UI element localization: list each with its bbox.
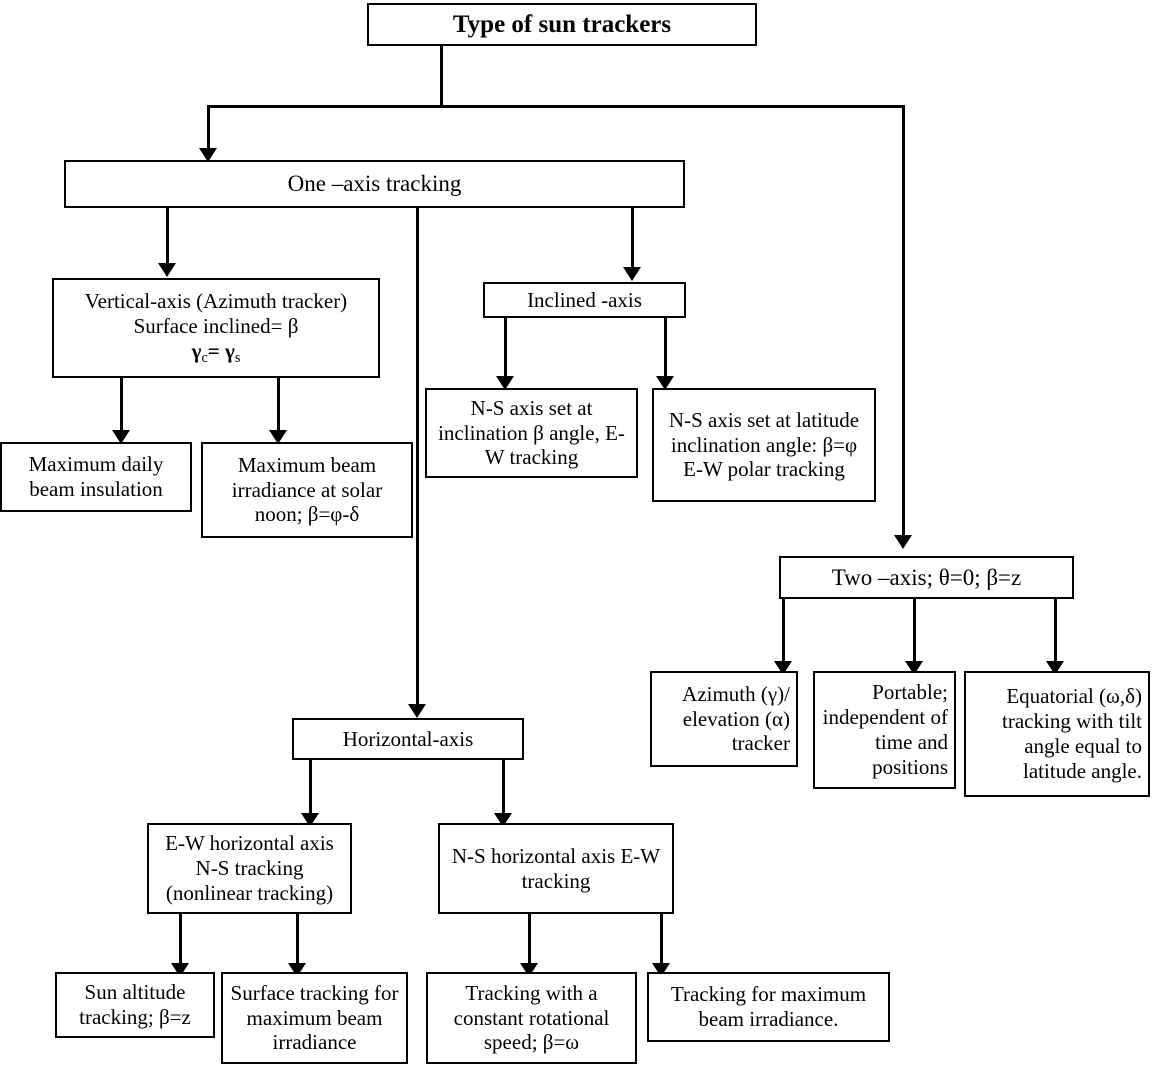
node-label: Azimuth (γ)/ elevation (α) tracker (682, 681, 790, 756)
arrow-to-ns-latitude (656, 376, 674, 390)
node-label: Two –axis; θ=0; β=z (831, 564, 1022, 590)
node-portable-independent[interactable]: Portable; independent of time and positi… (813, 671, 956, 789)
connector-root-to-two-axis (902, 105, 905, 542)
node-label: Equatorial (ω,δ) tracking with tilt angl… (1002, 684, 1142, 783)
node-max-daily-beam-insulation[interactable]: Maximum daily beam insulation (0, 442, 192, 512)
node-label: Surface tracking for maximum beam irradi… (230, 980, 399, 1055)
node-ns-axis-inclination-beta[interactable]: N-S axis set at inclination β angle, E-W… (425, 388, 638, 478)
node-max-beam-irradiance-solar-noon[interactable]: Maximum beam irradiance at solar noon; β… (201, 442, 413, 538)
node-one-axis-tracking[interactable]: One –axis tracking (64, 160, 685, 208)
connector-ns-to-constant-rotational (528, 913, 531, 971)
node-label: Tracking for maximum beam irradiance. (670, 982, 867, 1031)
node-ns-axis-latitude-inclination[interactable]: N-S axis set at latitude inclination ang… (652, 388, 876, 502)
node-inclined-axis[interactable]: Inclined -axis (483, 282, 686, 318)
node-label: N-S axis set at inclination β angle, E-W… (438, 395, 625, 470)
arrow-to-horizontal-axis (408, 704, 426, 718)
arrow-to-one-axis (199, 148, 217, 162)
connector-horizontal-to-ew (309, 759, 312, 821)
vertical-axis-line3: γc= γs (191, 338, 241, 366)
arrow-to-inclined-axis (623, 267, 641, 281)
node-label: E-W horizontal axis N-S tracking (nonlin… (165, 831, 334, 905)
node-ns-horizontal-axis[interactable]: N-S horizontal axis E-W tracking (438, 823, 674, 914)
node-azimuth-elevation-tracker[interactable]: Azimuth (γ)/ elevation (α) tracker (650, 671, 798, 767)
connector-two-axis-to-azimuth (782, 598, 785, 668)
node-two-axis[interactable]: Two –axis; θ=0; β=z (779, 556, 1074, 599)
connector-one-axis-to-vertical (166, 207, 169, 269)
connector-one-axis-to-inclined (631, 207, 634, 273)
node-vertical-axis-azimuth-tracker[interactable]: Vertical-axis (Azimuth tracker) Surface … (52, 278, 380, 378)
node-label: N-S horizontal axis E-W tracking (451, 843, 661, 893)
node-ew-horizontal-axis[interactable]: E-W horizontal axis N-S tracking (nonlin… (147, 823, 352, 914)
node-label: One –axis tracking (287, 171, 462, 197)
node-label: Tracking with a constant rotational spee… (453, 980, 610, 1055)
node-label: Sun altitude tracking; β=z (79, 980, 191, 1029)
connector-root-to-one-axis (207, 105, 210, 157)
node-label: Type of sun trackers (452, 10, 672, 38)
node-label: Maximum daily beam insulation (28, 452, 164, 501)
connector-two-axis-to-portable (913, 598, 916, 668)
connector-vertical-to-maxdaily (120, 377, 123, 437)
connector-inclined-to-ns-beta (504, 318, 507, 383)
node-sun-altitude-tracking[interactable]: Sun altitude tracking; β=z (55, 972, 215, 1038)
connector-inclined-to-ns-latitude (664, 318, 667, 383)
arrow-to-vertical-axis (158, 263, 176, 277)
connector-two-axis-to-equatorial (1054, 598, 1057, 668)
connector-one-axis-to-horizontal (416, 207, 419, 712)
node-root-type-of-sun-trackers[interactable]: Type of sun trackers (367, 3, 757, 46)
node-label: Portable; independent of time and positi… (822, 680, 948, 779)
connector-root-trunk (440, 44, 443, 107)
vertical-axis-line1: Vertical-axis (Azimuth tracker) (84, 289, 348, 314)
vertical-axis-line2: Surface inclined= β (133, 314, 299, 339)
arrow-to-max-daily-beam (112, 430, 130, 444)
connector-root-bar (207, 105, 905, 108)
node-surface-tracking-max-beam[interactable]: Surface tracking for maximum beam irradi… (221, 972, 408, 1064)
node-label: Maximum beam irradiance at solar noon; β… (231, 452, 383, 527)
arrow-to-two-axis (894, 535, 912, 549)
connector-ns-to-max-beam (660, 913, 663, 971)
node-constant-rotational-speed[interactable]: Tracking with a constant rotational spee… (426, 972, 637, 1064)
node-horizontal-axis[interactable]: Horizontal-axis (292, 718, 524, 760)
arrow-to-max-beam-solar-noon (269, 430, 287, 444)
connector-ew-to-surface-tracking (296, 913, 299, 971)
node-label: Inclined -axis (527, 287, 642, 312)
node-equatorial-tracking[interactable]: Equatorial (ω,δ) tracking with tilt angl… (964, 671, 1150, 797)
node-tracking-max-beam-irradiance[interactable]: Tracking for maximum beam irradiance. (647, 972, 890, 1042)
node-label: Horizontal-axis (342, 726, 474, 751)
connector-horizontal-to-ns (502, 759, 505, 821)
arrow-to-ns-inclination-beta (496, 376, 514, 390)
node-label: N-S axis set at latitude inclination ang… (668, 407, 860, 482)
connector-vertical-to-maxbeam (277, 377, 280, 437)
node-label: Vertical-axis (Azimuth tracker) Surface … (60, 289, 372, 366)
connector-ew-to-sun-altitude (179, 913, 182, 971)
